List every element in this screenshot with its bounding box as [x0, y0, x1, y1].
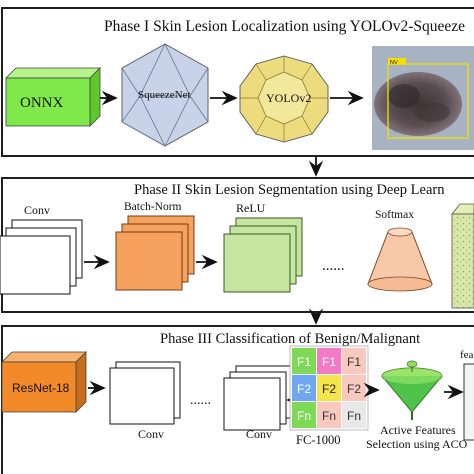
fea-label: fea — [460, 349, 474, 361]
fc1000-label: FC-1000 — [296, 433, 340, 447]
bounding-box — [387, 63, 469, 139]
softmax-label: Softmax — [375, 209, 414, 221]
fc1000-feature-grid: F1 F1 F1 F2 F2 F2 Fn Fn Fn FC-1000 — [289, 345, 369, 447]
conv1-label: Conv — [138, 427, 164, 441]
grid-cell: Fn — [297, 409, 311, 423]
active-features-label: Active Features — [380, 423, 456, 437]
grid-cell: F1 — [297, 355, 311, 369]
onnx-block: ONNX — [5, 67, 101, 127]
resnet18-block: ResNet-18 — [1, 351, 87, 413]
classification-output-block: fea — [460, 349, 474, 441]
batchnorm-layer-stack: Batch-Norm — [115, 201, 195, 291]
resnet18-label: ResNet-18 — [12, 381, 70, 395]
batchnorm-label: Batch-Norm — [124, 201, 182, 213]
conv-layer-stack: Conv — [0, 203, 83, 295]
aco-selection-funnel: Active Features Selection using ACO — [366, 360, 468, 451]
relu-label: ReLU — [236, 201, 266, 215]
onnx-label: ONNX — [20, 95, 63, 111]
conv-label: Conv — [24, 203, 50, 217]
phase1-title: Phase I Skin Lesion Localization using Y… — [104, 18, 465, 35]
lesion-detection-image: NV — [372, 46, 474, 150]
conv-block-1: Conv — [109, 361, 181, 441]
squeezenet-label: SqueezeNet — [138, 89, 191, 101]
phase3-panel: Phase III Classification of Benign/Malig… — [1, 325, 474, 474]
grid-cell: Fn — [322, 409, 336, 423]
phase2-dots: ...... — [322, 258, 345, 274]
softmax-block: Softmax — [367, 209, 433, 292]
grid-cell: F1 — [347, 355, 361, 369]
phase2-panel: Phase II Skin Lesion Segmentation using … — [0, 177, 474, 313]
grid-cell: F2 — [322, 382, 336, 396]
grid-cell: F2 — [347, 382, 361, 396]
yolov2-label: YOLOv2 — [266, 91, 311, 105]
squeezenet-block: SqueezeNet — [121, 43, 209, 147]
phase1-panel: Phase I Skin Lesion Localization using Y… — [1, 7, 474, 157]
aco-selection-label: Selection using ACO — [366, 437, 468, 451]
grid-cell: Fn — [347, 409, 361, 423]
phase3-title: Phase III Classification of Benign/Malig… — [160, 331, 420, 347]
conv2-label: Conv — [246, 427, 272, 441]
relu-layer-stack: ReLU — [223, 201, 303, 293]
bbox-tag: NV — [390, 60, 398, 66]
segmentation-output-block — [451, 203, 474, 309]
yolov2-block: YOLOv2 — [239, 55, 329, 143]
phase3-dots: ...... — [190, 393, 211, 408]
grid-cell: F2 — [297, 382, 311, 396]
phase2-title: Phase II Skin Lesion Segmentation using … — [134, 182, 445, 198]
grid-cell: F1 — [322, 355, 336, 369]
conv-block-2: Conv — [223, 365, 293, 441]
